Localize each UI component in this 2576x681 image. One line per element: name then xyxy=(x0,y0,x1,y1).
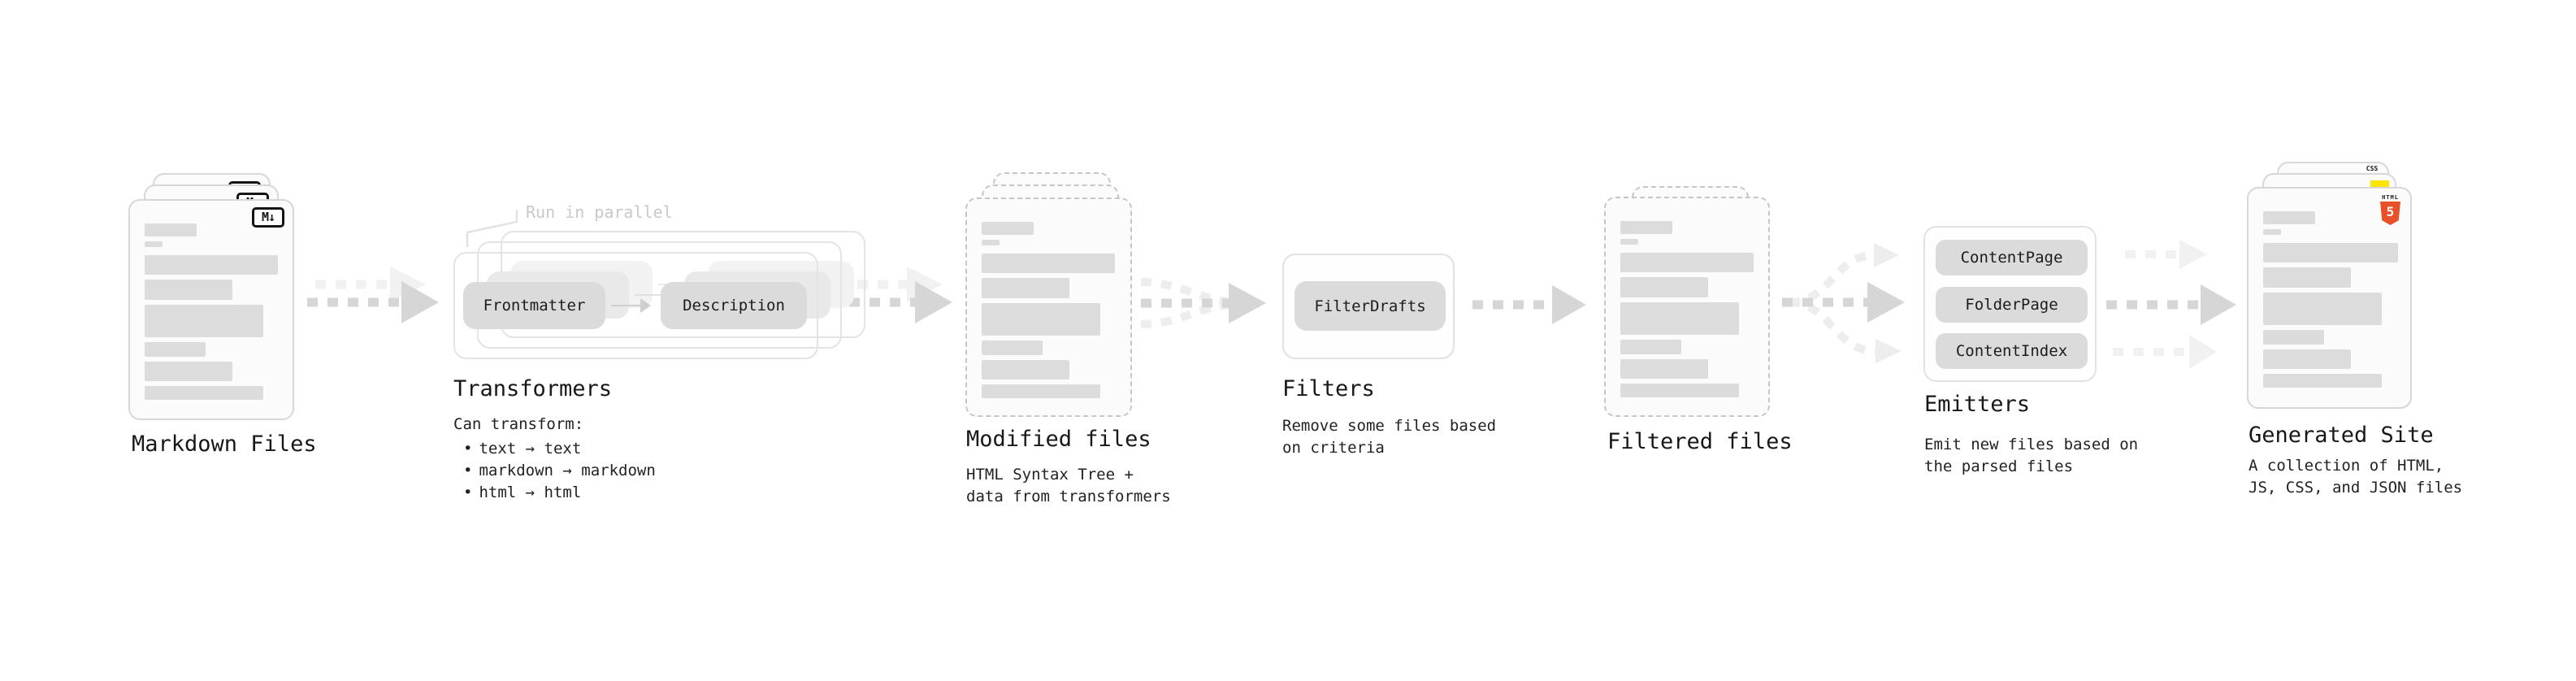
text-line-placeholder xyxy=(982,278,1069,298)
arrow-markdown-to-transformers xyxy=(307,267,439,323)
html5-icon: HTML 5 xyxy=(2380,194,2400,225)
markdown-file-card-front: M↓ xyxy=(128,199,294,420)
description-pill: Description xyxy=(661,282,807,329)
transformer-card-front: Frontmatter Description xyxy=(453,252,818,359)
text-line-placeholder xyxy=(1620,384,1739,397)
text-line-placeholder xyxy=(2263,293,2382,325)
text-line-placeholder xyxy=(1620,340,1681,354)
text-line-placeholder xyxy=(145,241,163,247)
text-line-placeholder xyxy=(2263,243,2398,262)
text-line-placeholder xyxy=(1620,253,1754,272)
contentindex-pill: ContentIndex xyxy=(1936,333,2088,369)
markdown-files-title: Markdown Files xyxy=(132,432,317,457)
filtered-file-card-front xyxy=(1604,197,1770,417)
filters-title: Filters xyxy=(1282,376,1375,401)
text-line-placeholder xyxy=(2263,267,2351,288)
emitters-panel: ContentPage FolderPage ContentIndex xyxy=(1923,226,2097,382)
transformers-subtitle: Can transform: xyxy=(453,415,584,433)
run-in-parallel-leader-line xyxy=(466,210,518,247)
modified-file-card-front xyxy=(965,197,1132,417)
text-line-placeholder xyxy=(145,255,278,275)
html5-icon-word: HTML xyxy=(2382,194,2399,201)
bullet-icon: • xyxy=(463,484,473,501)
text-line-placeholder xyxy=(982,340,1043,355)
text-line-placeholder xyxy=(982,240,1000,245)
transform-arrow-icon xyxy=(611,298,651,313)
arrow-filters-to-filtered xyxy=(1472,285,1586,324)
arrow-filtered-to-emitters-split xyxy=(1782,243,1905,363)
css-icon-label: CSS xyxy=(2366,165,2379,172)
modified-files-title: Modified files xyxy=(966,427,1151,452)
frontmatter-pill: Frontmatter xyxy=(463,282,605,329)
arrow-modified-to-filters-merge xyxy=(1140,278,1266,328)
text-line-placeholder xyxy=(982,360,1069,380)
text-line-placeholder xyxy=(982,384,1100,398)
text-line-placeholder xyxy=(1620,359,1708,379)
text-line-placeholder xyxy=(982,303,1100,336)
folderpage-pill: FolderPage xyxy=(1936,287,2088,323)
arrow-emitters-to-site xyxy=(2106,240,2236,369)
transformers-bullet-list: • text → text • markdown → markdown • html … xyxy=(463,438,656,504)
text-line-placeholder xyxy=(982,222,1034,235)
text-line-placeholder xyxy=(145,386,263,400)
text-line-placeholder xyxy=(2263,349,2351,369)
text-line-placeholder xyxy=(2263,330,2324,345)
text-line-placeholder xyxy=(2263,374,2382,388)
text-line-placeholder xyxy=(145,362,232,381)
text-line-placeholder xyxy=(1620,239,1638,245)
filters-subtitle: Remove some files based on criteria xyxy=(1282,417,1497,457)
transformers-title: Transformers xyxy=(453,376,613,401)
text-line-placeholder xyxy=(145,223,197,236)
bullet-text: text → text xyxy=(479,440,582,458)
text-line-placeholder xyxy=(2263,229,2281,235)
contentpage-pill: ContentPage xyxy=(1936,240,2088,275)
text-line-placeholder xyxy=(2263,211,2315,224)
text-line-placeholder xyxy=(145,305,263,337)
js-file-icon xyxy=(2370,180,2389,189)
text-line-placeholder xyxy=(1620,277,1708,297)
filterdrafts-pill: FilterDrafts xyxy=(1295,281,1446,331)
html5-icon-shield: 5 xyxy=(2380,202,2400,225)
emitters-subtitle: Emit new files based on the parsed files xyxy=(1924,436,2139,475)
markdown-icon: M↓ xyxy=(252,207,284,228)
text-line-placeholder xyxy=(145,280,232,300)
modified-files-subtitle: HTML Syntax Tree + data from transformer… xyxy=(966,466,1171,505)
run-in-parallel-label: Run in parallel xyxy=(526,202,673,222)
generated-site-subtitle: A collection of HTML, JS, CSS, and JSON … xyxy=(2249,457,2463,497)
bullet-icon: • xyxy=(463,440,473,458)
filtered-files-title: Filtered files xyxy=(1607,429,1793,454)
text-line-placeholder xyxy=(982,254,1115,273)
arrow-transformers-to-modified xyxy=(829,267,952,323)
bullet-item: • text → text xyxy=(463,438,656,460)
text-line-placeholder xyxy=(1620,302,1739,335)
text-line-placeholder xyxy=(1620,221,1672,234)
bullet-item: • markdown → markdown xyxy=(463,460,656,482)
generated-site-title: Generated Site xyxy=(2249,423,2434,448)
emitters-title: Emitters xyxy=(1924,392,2031,417)
bullet-text: html → html xyxy=(479,484,582,501)
filters-panel: FilterDrafts xyxy=(1282,254,1455,359)
site-file-card-html: HTML 5 xyxy=(2247,187,2412,409)
text-line-placeholder xyxy=(145,342,206,357)
bullet-item: • html → html xyxy=(463,482,656,504)
bullet-icon: • xyxy=(463,462,473,479)
bullet-text: markdown → markdown xyxy=(479,462,656,479)
